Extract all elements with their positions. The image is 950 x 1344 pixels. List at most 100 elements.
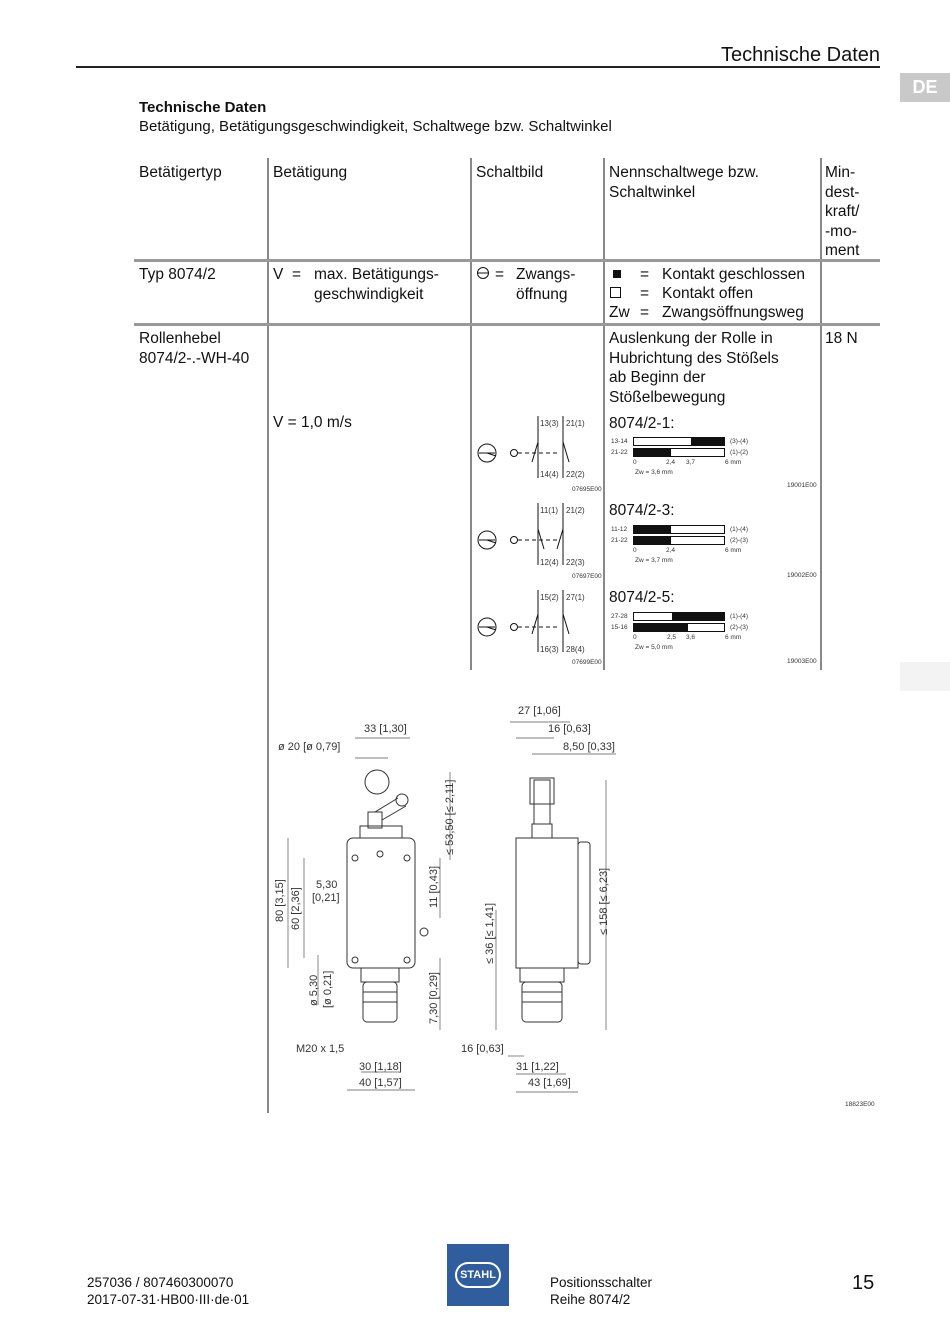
legend-open-label: Kontakt offen <box>662 285 754 302</box>
section-title: Technische Daten <box>139 99 267 116</box>
dimension-label: ≤ 53,50 [≤ 2,11] <box>444 779 456 855</box>
dimension-label: 33 [1,30] <box>364 723 407 735</box>
travel-bar-closed <box>691 437 725 446</box>
column-header-circuit: Schaltbild <box>476 164 544 181</box>
table-divider <box>470 158 472 670</box>
terminal-label: 22(2) <box>566 470 585 479</box>
terminal-label: 21(1) <box>566 419 585 428</box>
column-header-actuation: Betätigung <box>273 164 348 181</box>
section-subtitle: Betätigung, Betätigungsgeschwindigkeit, … <box>139 118 612 135</box>
pair-label: (2)-(3) <box>730 624 749 631</box>
tick-label: 3,6 <box>686 634 696 641</box>
stahl-logo: STAHL <box>447 1244 509 1306</box>
footer-doc-info: 257036 / 807460300070 2017-07-31·HB00·II… <box>87 1275 250 1307</box>
zw-label: Zw = 5,0 mm <box>635 644 673 651</box>
contact-label: 21-22 <box>611 537 628 544</box>
dimension-label: 80 [3,15] <box>274 879 286 922</box>
positive-opening-icon <box>477 267 489 279</box>
tick-label: 2,5 <box>667 634 677 641</box>
zw-label: Zw = 3,7 mm <box>635 557 673 564</box>
dimension-label: M20 x 1,5 <box>296 1043 345 1055</box>
terminal-label: 16(3) <box>540 645 559 654</box>
dimension-label: 11 [0,43] <box>428 866 440 908</box>
tick-label: 2,4 <box>666 459 676 466</box>
language-tab-secondary <box>900 662 950 691</box>
dimension-label: ≤ 158 [≤ 6,23] <box>598 867 610 935</box>
travel-bar-closed <box>633 525 671 534</box>
table-divider <box>603 158 605 670</box>
contact-label: 11-12 <box>611 526 628 533</box>
column-header-type: Betätigertyp <box>139 164 222 181</box>
figure-code: 07695E00 <box>572 486 602 493</box>
terminal-label: 22(3) <box>566 558 585 567</box>
legend-eq: = <box>292 266 302 283</box>
contact-label: 27-28 <box>611 613 628 620</box>
dimension-label: ≤ 36 [≤ 1,41] <box>484 903 496 964</box>
terminal-label: 15(2) <box>540 593 559 602</box>
pair-label: (1)-(4) <box>730 526 749 533</box>
figure-code: 07699E00 <box>572 659 602 666</box>
legend-type: Typ 8074/2 <box>139 266 216 283</box>
table-divider <box>820 158 822 670</box>
figure-code: 18823E00 <box>845 1101 875 1108</box>
variant-name: 8074/2-3: <box>609 502 675 519</box>
table-rule <box>134 259 880 262</box>
dimension-label: 27 [1,06] <box>518 705 561 717</box>
terminal-label: 12(4) <box>540 558 559 567</box>
column-header-travel: Nennschaltwege bzw. Schaltwinkel <box>609 164 759 201</box>
dimension-label: 16 [0,63] <box>461 1043 504 1055</box>
dimension-label: 31 [1,22] <box>516 1061 559 1073</box>
row-velocity: V = 1,0 m/s <box>273 414 352 431</box>
pair-label: (2)-(3) <box>730 537 749 544</box>
legend-zw-label: Zwangsöffnungsweg <box>662 304 804 321</box>
terminal-label: 27(1) <box>566 593 585 602</box>
header-rule <box>76 66 880 68</box>
legend-zw-desc: Zwangs- öffnung <box>516 266 576 303</box>
dimension-label: 43 [1,69] <box>528 1077 571 1089</box>
pair-label: (1)-(4) <box>730 613 749 620</box>
tick-label: 0 <box>633 459 637 466</box>
figure-code: 19002E00 <box>787 572 817 579</box>
contact-label: 13-14 <box>611 438 628 445</box>
terminal-label: 28(4) <box>566 645 585 654</box>
legend-v-desc: max. Betätigungs- geschwindigkeit <box>314 266 439 303</box>
dimension-label: 16 [0,63] <box>548 723 591 735</box>
language-tab[interactable]: DE <box>900 73 950 102</box>
legend-eq: = <box>640 266 650 283</box>
legend-v-symbol: V <box>273 266 284 283</box>
variant-name: 8074/2-1: <box>609 415 675 432</box>
travel-bar-closed <box>633 448 671 457</box>
variant-name: 8074/2-5: <box>609 589 675 606</box>
table-rule <box>134 323 880 326</box>
figure-code: 07697E00 <box>572 573 602 580</box>
open-contact-icon <box>610 287 621 298</box>
zw-label: Zw = 3,6 mm <box>635 469 673 476</box>
row-force: 18 N <box>825 330 858 347</box>
figure-code: 19001E00 <box>787 482 817 489</box>
legend-closed-label: Kontakt geschlossen <box>662 266 806 283</box>
dimension-label: 40 [1,57] <box>359 1077 402 1089</box>
tick-label: 6 mm <box>725 547 742 554</box>
footer-product: Positionsschalter Reihe 8074/2 <box>550 1275 653 1307</box>
dimension-label: 30 [1,18] <box>359 1061 402 1073</box>
legend-eq: = <box>640 304 650 321</box>
table-divider <box>267 158 269 1113</box>
tick-label: 2,4 <box>666 547 676 554</box>
dimension-label: 7,30 [0,29] <box>428 972 440 1024</box>
tick-label: 6 mm <box>725 634 742 641</box>
dimension-label: ø 5,30 <box>308 974 320 1006</box>
travel-bar-closed <box>672 612 725 621</box>
column-header-force: Min- dest- kraft/ -mo- ment <box>825 164 860 259</box>
contact-label: 21-22 <box>611 449 628 456</box>
legend-zw-symbol: Zw <box>609 304 630 321</box>
page-header-title: Technische Daten <box>721 44 880 66</box>
figure-code: 19003E00 <box>787 658 817 665</box>
travel-bar-closed <box>633 623 688 632</box>
dimension-label: [0,21] <box>312 892 340 904</box>
tick-label: 0 <box>633 634 637 641</box>
pair-label: (3)-(4) <box>730 438 749 445</box>
tick-label: 3,7 <box>686 459 696 466</box>
tick-label: 0 <box>633 547 637 554</box>
travel-bar-closed <box>633 536 671 545</box>
terminal-label: 14(4) <box>540 470 559 479</box>
